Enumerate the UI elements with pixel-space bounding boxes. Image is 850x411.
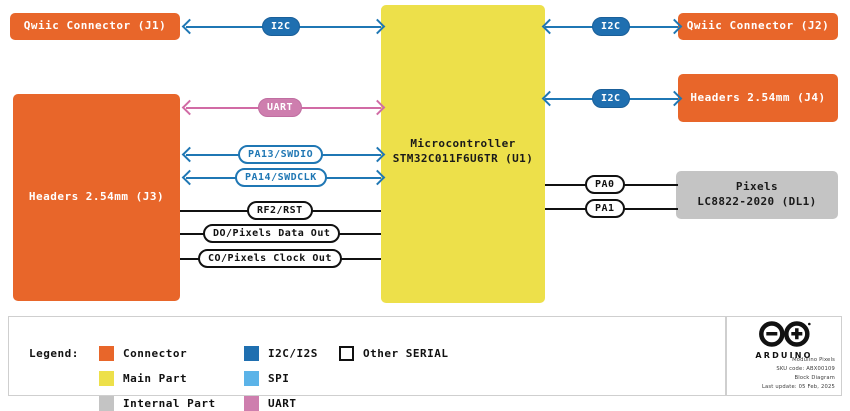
signal-pill-data-out[interactable]: DO/Pixels Data Out: [203, 224, 341, 243]
legend-swatch-connector: [99, 346, 114, 361]
signal-pill-clock-out[interactable]: CO/Pixels Clock Out: [198, 249, 342, 268]
legend-item-internal-part: Internal Part: [99, 396, 216, 411]
arrowhead-left-uart: [181, 99, 198, 116]
legend-item-connector: Connector: [99, 346, 187, 361]
arduino-logo: ARDUINO: [755, 321, 812, 360]
arduino-wordmark: ARDUINO: [755, 351, 813, 360]
signal-pill-i2c-j4[interactable]: I2C: [592, 89, 630, 108]
block-microcontroller[interactable]: Microcontroller STM32C011F6U6TR (U1): [381, 5, 545, 303]
legend-label-uart: UART: [268, 397, 297, 410]
legend-swatch-i2c-i2s: [244, 346, 259, 361]
legend-panel: Legend: Connector Main Part Internal Par…: [8, 316, 726, 411]
footer-sku-code: SKU code: ABX00109: [776, 366, 835, 372]
footer-product-name: Modulino Pixels: [792, 357, 835, 363]
legend-swatch-other-serial: [339, 346, 354, 361]
legend-item-main-part: Main Part: [99, 371, 187, 386]
signal-pill-i2c-j2[interactable]: I2C: [592, 17, 630, 36]
signal-pill-swdclk[interactable]: PA14/SWDCLK: [235, 168, 327, 187]
legend-swatch-internal-part: [99, 396, 114, 411]
signal-pill-i2c-j1[interactable]: I2C: [262, 17, 300, 36]
arduino-infinity-icon: [758, 321, 811, 347]
legend-label-i2c-i2s: I2C/I2S: [268, 347, 318, 360]
legend-title: Legend:: [29, 347, 79, 360]
signal-pill-swdio[interactable]: PA13/SWDIO: [238, 145, 324, 164]
legend-item-uart: UART: [244, 396, 297, 411]
legend-item-i2c-i2s: I2C/I2S: [244, 346, 318, 361]
arrowhead-left-swdclk: [181, 169, 198, 186]
arrowhead-left-swdio: [181, 146, 198, 163]
block-headers-j4[interactable]: Headers 2.54mm (J4): [678, 74, 838, 122]
legend-swatch-uart: [244, 396, 259, 411]
block-qwiic-connector-j1[interactable]: Qwiic Connector (J1): [10, 13, 180, 40]
legend-label-connector: Connector: [123, 347, 188, 360]
signal-pill-pa1[interactable]: PA1: [585, 199, 625, 218]
legend-swatch-main-part: [99, 371, 114, 386]
legend-label-internal-part: Internal Part: [123, 397, 216, 410]
block-headers-j3[interactable]: Headers 2.54mm (J3): [13, 94, 180, 301]
pixels-title: Pixels: [735, 180, 779, 194]
block-qwiic-connector-j2[interactable]: Qwiic Connector (J2): [678, 13, 838, 40]
signal-pill-pa0[interactable]: PA0: [585, 175, 625, 194]
signal-pill-uart[interactable]: UART: [258, 98, 303, 117]
legend-label-other-serial: Other SERIAL: [363, 347, 449, 360]
pixels-part-number: LC8822-2020 (DL1): [697, 195, 817, 208]
signal-pill-rst[interactable]: RF2/RST: [247, 201, 313, 220]
mcu-title: Microcontroller: [410, 137, 516, 151]
arrowhead-left-i2c-j1: [181, 18, 198, 35]
footer-last-update: Last update: 05 Feb, 2025: [761, 384, 835, 390]
legend-label-main-part: Main Part: [123, 372, 188, 385]
mcu-part-number: STM32C011F6U6TR (U1): [392, 152, 534, 166]
legend-swatch-spi: [244, 371, 259, 386]
legend-item-spi: SPI: [244, 371, 289, 386]
block-pixels-dl1[interactable]: Pixels LC8822-2020 (DL1): [676, 171, 838, 219]
legend-label-spi: SPI: [268, 372, 290, 385]
arduino-info-card: ARDUINO Modulino Pixels SKU code: ABX001…: [726, 316, 842, 396]
legend-item-other-serial: Other SERIAL: [339, 346, 448, 361]
footer-doc-type: Block Diagram: [794, 375, 835, 381]
